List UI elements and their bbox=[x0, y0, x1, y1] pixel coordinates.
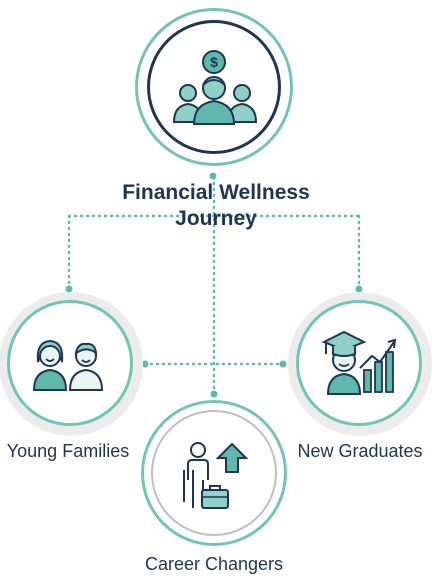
career-changers-label: Career Changers bbox=[144, 554, 284, 574]
young-families-label: Young Families bbox=[6, 441, 130, 461]
family-icon bbox=[32, 339, 104, 391]
connector-dot-mid-right bbox=[279, 360, 287, 368]
diagram-title: Financial Wellness Journey bbox=[96, 180, 336, 232]
connector-dot-mid-left bbox=[141, 360, 149, 368]
new-graduates-label: New Graduates bbox=[297, 441, 423, 461]
graduate-growth-icon bbox=[321, 330, 397, 395]
career-change-icon bbox=[183, 442, 249, 509]
connector-dot-bottom bbox=[210, 390, 218, 398]
top-node-outer-ring bbox=[135, 8, 293, 166]
title-line-1: Financial Wellness bbox=[122, 181, 310, 204]
bottom-node[interactable] bbox=[151, 410, 277, 536]
connector-dot-left bbox=[65, 285, 73, 293]
connector-dot-right bbox=[355, 285, 363, 293]
svg-text:$: $ bbox=[210, 54, 218, 70]
right-node[interactable] bbox=[296, 300, 422, 426]
left-node[interactable] bbox=[7, 300, 133, 426]
title-line-2: Journey bbox=[175, 207, 257, 230]
community-finance-icon: $ bbox=[172, 50, 258, 125]
connector-dot-top bbox=[209, 172, 217, 180]
